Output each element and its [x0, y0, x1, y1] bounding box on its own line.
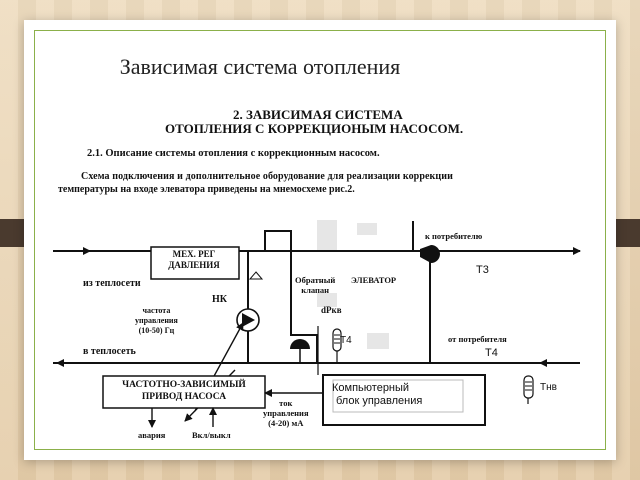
slide-title: Зависимая система отопления — [24, 54, 616, 80]
t4-upper-sensor-icon — [332, 328, 342, 363]
doc-paragraph-line2: температуры на входе элеватора приведены… — [58, 184, 355, 195]
slide-title-text: Зависимая система отопления — [119, 54, 401, 79]
current-line3: (4-20) мА — [268, 418, 304, 428]
pump-triangle-icon — [242, 313, 255, 327]
t3-label: Т3 — [476, 264, 489, 276]
current-line2: управления — [263, 408, 309, 418]
pressure-regulator-label: МЕХ. РЕГ ДАВЛЕНИЯ — [162, 249, 226, 271]
pump-label: НК — [212, 294, 228, 305]
check-valve-loop — [264, 230, 318, 363]
check-valve-line1: Обратный — [295, 275, 336, 285]
alarm-label: авария — [138, 430, 166, 440]
controller-inner-box — [332, 379, 464, 413]
doc-paragraph-line1: Схема подключения и дополнительное обору… — [81, 171, 453, 182]
tnv-label: Тнв — [540, 382, 557, 393]
doc-heading-line2: ОТОПЛЕНИЯ С КОРРЕКЦИОНЫМ НАСОСОМ. — [165, 121, 464, 136]
ghost-artifact — [317, 293, 337, 307]
slide-frame — [34, 30, 606, 450]
to-network-label: в теплосеть — [83, 346, 136, 357]
heating-scheme-diagram — [53, 221, 581, 428]
frequency-line1: частота — [142, 306, 171, 315]
pressure-regulator-box — [150, 246, 240, 280]
dp-gauge-icon — [290, 339, 310, 363]
outdoor-temp-sensor-icon — [523, 375, 534, 404]
pressure-regulator-line1: МЕХ. РЕГ — [172, 249, 216, 259]
check-valve-line2: клапан — [301, 285, 330, 295]
current-label: ток управления (4-20) мА — [263, 398, 309, 428]
frequency-line3: (10-50) Гц — [138, 326, 175, 335]
controller-line1: Компьютерный — [332, 382, 410, 394]
check-valve-icon — [248, 271, 264, 280]
frequency-drive-label: ЧАСТОТНО-ЗАВИСИМЫЙ ПРИВОД НАСОСА — [115, 379, 253, 403]
drive-line2: ПРИВОД НАСОСА — [141, 392, 227, 402]
controller-label: Компьютерный блок управления — [332, 382, 422, 408]
check-valve-label: Обратный клапан — [295, 275, 335, 295]
on-off-label: Вкл/выкл — [192, 430, 231, 440]
t4-lower-label: Т4 — [485, 347, 498, 359]
frequency-line2: управления — [135, 316, 178, 325]
drive-line1: ЧАСТОТНО-ЗАВИСИМЫЙ — [122, 380, 246, 390]
doc-heading-line1: 2. ЗАВИСИМАЯ СИСТЕМА — [233, 107, 403, 122]
current-line1: ток — [279, 398, 293, 408]
to-consumer-label: к потребителю — [425, 231, 483, 241]
controller-line2: блок управления — [336, 395, 423, 407]
from-network-label: из теплосети — [83, 278, 141, 289]
ghost-artifact — [357, 223, 377, 235]
from-consumer-label: от потребителя — [448, 334, 507, 344]
dp-sensor-label: dPкв — [321, 305, 342, 315]
frequency-label: частота управления (10-50) Гц — [135, 306, 178, 336]
ghost-artifact — [367, 333, 389, 349]
pressure-regulator-line2: ДАВЛЕНИЯ — [168, 260, 220, 270]
elevator-nozzle-icon — [420, 245, 440, 263]
ghost-artifact — [317, 220, 337, 252]
elevator-label: ЭЛЕВАТОР — [351, 275, 397, 285]
t4-upper-label: Т4 — [340, 335, 352, 346]
document-figure: 2. ЗАВИСИМАЯ СИСТЕМА ОТОПЛЕНИЯ С КОРРЕКЦ… — [35, 101, 603, 446]
doc-subheading: 2.1. Описание системы отопления с коррек… — [87, 148, 380, 159]
frequency-drive-box — [102, 375, 266, 409]
